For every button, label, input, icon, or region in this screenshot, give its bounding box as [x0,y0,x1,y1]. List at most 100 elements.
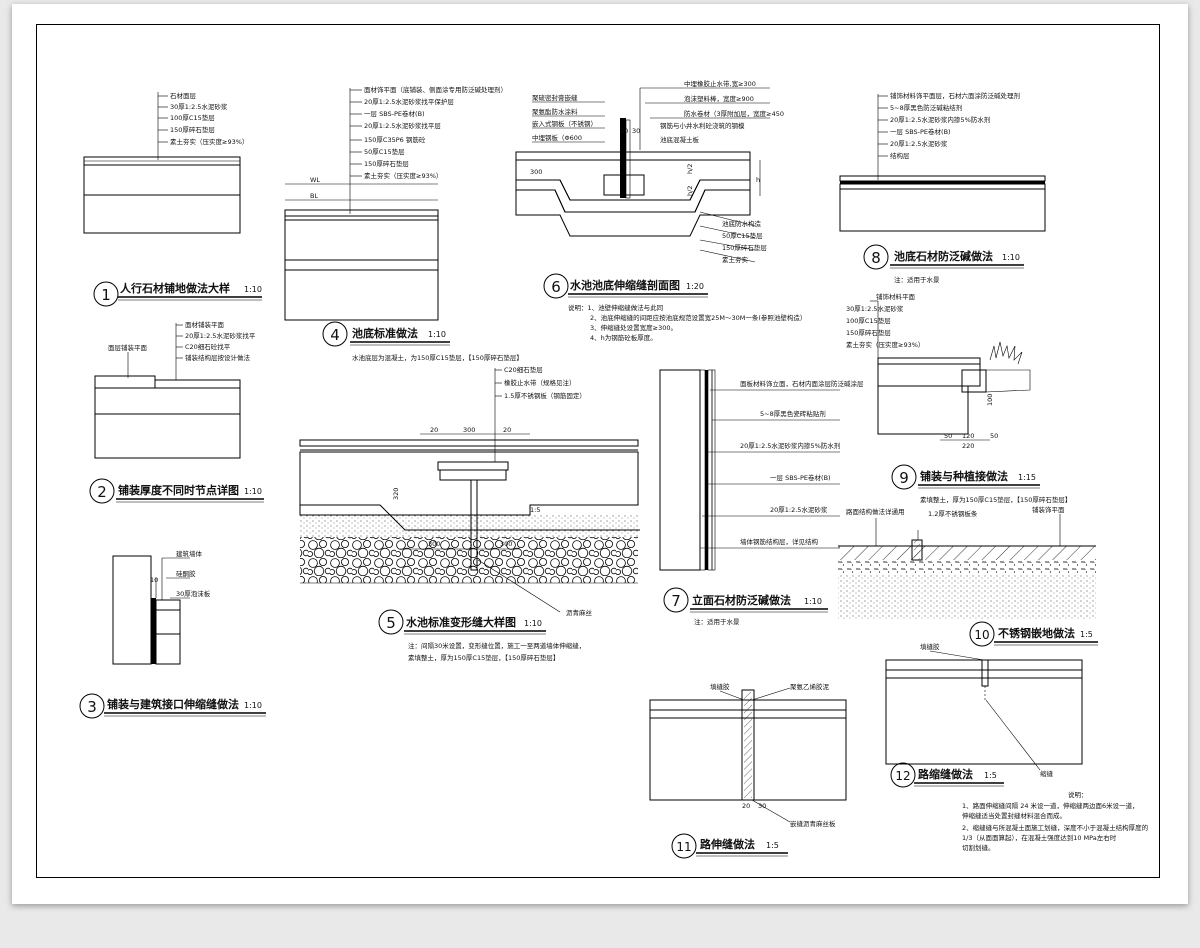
detail-7-title: 7 立面石材防泛碱做法 1:10 注：适用于水景 [663,587,828,626]
detail-12-note-4: 2、缩缝缝与所混凝土面施工划缝，深度不小于混凝土结构厚度的 [962,823,1149,832]
detail-9-layer-5: 素土夯实（压实度≥93%） [846,340,924,349]
detail-4-layer-3: 一层 SBS-PE卷材(B) [364,109,425,118]
detail-9-note: 素填整土，厚为150厚C15垫层，【150厚碎石垫层】 [920,495,1071,504]
detail-5-leaders: C20细石垫层 橡胶止水带（规格见注） 1.5厚不锈钢板（钢筋固定） 沥青麻丝 [477,365,593,617]
detail-1-layer-1: 石材面层 [170,91,197,100]
detail-1-layer-3: 100厚C15垫层 [170,113,215,122]
detail-10-section [838,539,1096,620]
detail-8-layer-5: 20厚1:2.5水泥砂浆 [890,139,948,148]
detail-8-section [839,175,1046,232]
detail-7-layer-1: 面板材料饰立面，石材内面涂层防泛碱涂层 [740,379,864,388]
detail-8-scale: 1:10 [1002,253,1020,262]
detail-6-leaders-left: 聚硫密封膏嵌缝 聚氨酯防水涂料 嵌入式钢板（不锈钢） 中埋钢板（Φ600 [532,93,605,143]
detail-5-dimensions: 20 300 20 300 300 320 1:5 [392,426,540,550]
detail-6-dim-4: h/2 [686,186,694,196]
detail-3-title: 3 铺装与建筑接口伸缩缝做法 1:10 [79,693,266,719]
detail-9-dimensions: 100 50 120 50 220 [940,394,998,450]
detail-8-leaders: 铺饰材料饰平面层，石材六面涂防泛碱处理剂 5~8厚黑色防泛碱粘结剂 20厚1:2… [877,91,1020,180]
detail-9-dim-3: 120 [962,432,974,440]
detail-1-layer-2: 30厚1:2.5水泥砂浆 [170,102,228,111]
detail-12-note-5: 1/3（从面面算起），在混凝土强度达到10 MPa左右时 [962,833,1117,842]
drawing-sheet [12,4,1188,904]
detail-9-number: 9 [899,469,909,487]
detail-5-dim-2: 300 [463,426,475,434]
detail-6-title: 6 水池池底伸缩缝剖面图 1:20 说明：1、池壁伸缩缝做法与此同 2、池底伸缩… [543,273,806,342]
detail-8-title: 8 池底石材防泛碱做法 1:10 注：适用于水景 [863,244,1024,284]
detail-4-level-bl: BL [310,192,318,200]
detail-11-layer-1: 填缝胶 [710,682,730,691]
detail-8-layer-1: 铺饰材料饰平面层，石材六面涂防泛碱处理剂 [890,91,1020,100]
detail-12-note-6: 切割划缝。 [962,843,995,852]
detail-7-layer-6: 墙体钢筋结构层，详见结构 [740,537,819,546]
detail-5-dim-5: 300 [500,540,512,548]
detail-6-dim-5: 300 [530,168,542,176]
detail-12-note-2: 1、路面伸缩缝间隔 24 米设一道，伸缩缝两边面6米设一道， [962,801,1139,810]
detail-4-layer-7: 150厚碎石垫层 [364,159,409,168]
detail-4-layer-4: 20厚1:2.5水泥砂浆找平层 [364,121,441,130]
detail-9-scale: 1:15 [1018,473,1036,482]
detail-11-dim-2: 30 [758,802,766,810]
detail-3-title-text: 铺装与建筑接口伸缩缝做法 [107,697,239,711]
detail-10-number: 10 [974,628,989,642]
detail-12-scale: 1:5 [984,771,997,780]
detail-6-right-3: 防水卷材（3厚附加层，宽度≥450 [684,109,784,118]
detail-12-title-text: 路缩缝做法 [918,767,973,781]
detail-5-side-label: 沥青麻丝 [566,608,593,617]
detail-6-title-text: 水池池底伸缩缝剖面图 [570,278,680,292]
detail-12-note-3: 伸缩缝适当处置封缝材料混合而成。 [962,811,1066,820]
detail-6-right-8: 150厚碎石垫层 [722,243,767,252]
detail-2-layer-1: 面材铺装平面 [185,320,225,329]
detail-9-dim-4: 50 [990,432,998,440]
detail-9-dim-1: 100 [986,394,994,406]
detail-1-number: 1 [101,286,111,304]
detail-6-right-6: 池底防水构造 [722,219,762,228]
detail-7-title-text: 立面石材防泛碱做法 [692,593,791,607]
detail-5-layer-2: 橡胶止水带（规格见注） [504,378,576,387]
detail-5-layer-1: C20细石垫层 [504,365,543,374]
detail-8-layer-4: 一层 SBS-PE卷材(B) [890,127,951,136]
detail-2-title: 2 铺装厚度不同时节点详图 1:10 [89,478,264,504]
detail-6-leaders-right: 中埋橡胶止水带,宽≥300 泡沫塑料棒，宽度≥900 防水卷材（3厚附加层，宽度… [639,79,784,264]
detail-12-layer-2: 缩缝 [1040,769,1054,778]
detail-7-layer-2: 5~8厚黑色瓷砖粘贴剂 [760,409,826,418]
detail-11-title: 11 路伸缝做法 1:5 [671,833,788,859]
detail-4-section: WL BL [284,176,439,321]
detail-5-dim-1: 20 [430,426,438,434]
detail-9-dim-5: 220 [962,442,974,450]
detail-5-number: 5 [386,614,396,632]
detail-6-dimensions: 20 30 h/2 h/2 300 [530,127,694,196]
detail-4-scale: 1:10 [428,330,446,339]
detail-4-number: 4 [330,326,340,344]
detail-4-level-wl: WL [310,176,320,184]
detail-8-title-text: 池底石材防泛碱做法 [894,249,993,263]
detail-3-leaders: 建筑墙体 硅酮胶 30厚泡沫板 10 [150,549,211,600]
detail-6-left-2: 聚氨酯防水涂料 [532,107,578,116]
detail-6-scale: 1:20 [686,282,704,291]
detail-1-layer-5: 素土夯实（压实度≥93%） [170,137,248,146]
detail-3-dim: 10 [150,576,158,584]
detail-6-right-1: 中埋橡胶止水带,宽≥300 [684,79,756,88]
detail-1: 石材面层 30厚1:2.5水泥砂浆 100厚C15垫层 150厚碎石垫层 素土夯… [83,91,262,307]
detail-5-note-1: 注：间隔30米设置，变形缝位置，施工一至两道墙体伸缩缝， [408,641,585,650]
detail-9-leaders: 铺饰材料平面 30厚1:2.5水泥砂浆 100厚C15垫层 150厚碎石垫层 素… [846,292,924,360]
detail-6-note-4: 4、h为钢筋砼板厚度。 [590,333,657,342]
detail-11-number: 11 [676,840,691,854]
detail-9-title-text: 铺装与种植接做法 [920,469,1008,483]
detail-6-right-7: 50厚C15垫层 [722,231,763,240]
detail-5-dim-6: 320 [392,488,400,500]
detail-6-dim-1: 20 [620,127,628,135]
detail-11-leaders: 填缝胶 聚氨乙烯胶泥 嵌缝沥青麻丝板 20 30 [710,682,836,828]
detail-3-layer-2: 硅酮胶 [176,569,196,578]
detail-2-layer-3: C20细石砼找平 [185,342,231,351]
detail-1-leaders: 石材面层 30厚1:2.5水泥砂浆 100厚C15垫层 150厚碎石垫层 素土夯… [157,91,248,160]
detail-4: WL BL 面材饰平面（底铺装、侧面涂专用防泛碱处理剂） 20厚1:2.5水泥砂… [284,85,523,362]
detail-6-dim-h: h [756,176,760,184]
detail-5: 20 300 20 300 300 320 1:5 C20细石垫层 橡胶止水带（… [299,365,640,662]
detail-1-title: 1 人行石材铺地做法大样 1:10 [93,281,262,307]
detail-1-section [83,156,241,234]
detail-2-scale: 1:10 [244,487,262,496]
detail-5-dim-3: 20 [503,426,511,434]
detail-4-layer-1: 面材饰平面（底铺装、侧面涂专用防泛碱处理剂） [364,85,507,94]
detail-2-title-text: 铺装厚度不同时节点详图 [118,483,239,497]
